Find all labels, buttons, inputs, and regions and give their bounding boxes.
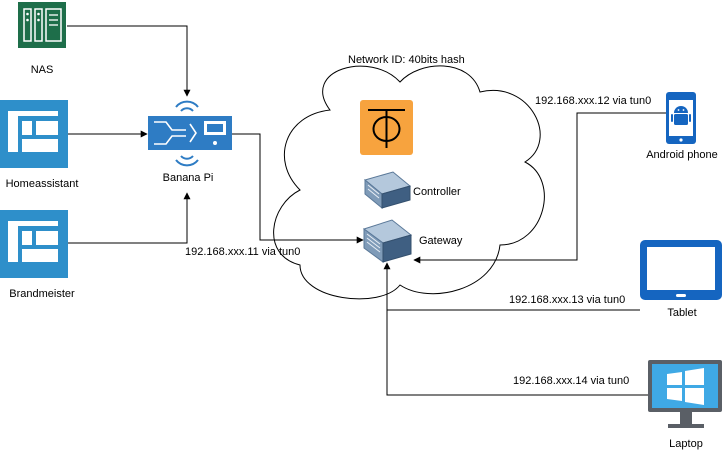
link-android-gateway bbox=[413, 112, 666, 264]
laptop-link-label: 192.168.xxx.14 via tun0 bbox=[513, 375, 630, 387]
banana-pi-link-label: 192.168.xxx.11 via tun0 bbox=[185, 246, 301, 258]
tablet-link-label: 192.168.xxx.13 via tun0 bbox=[509, 294, 626, 306]
banana-pi-label: Banana Pi bbox=[162, 172, 214, 184]
laptop-label: Laptop bbox=[669, 438, 703, 450]
tablet-label: Tablet bbox=[667, 307, 697, 319]
nas-label: NAS bbox=[30, 64, 54, 76]
controller-label: Controller bbox=[413, 186, 461, 198]
link-banana-pi-gateway bbox=[232, 133, 364, 244]
windows-laptop-icon bbox=[648, 360, 722, 428]
banana-pi-icon bbox=[148, 100, 232, 167]
gateway-label: Gateway bbox=[419, 235, 463, 247]
android-phone-icon bbox=[666, 92, 696, 144]
tablet-icon bbox=[640, 240, 722, 300]
link-laptop-gateway bbox=[383, 262, 648, 396]
network-cloud bbox=[273, 65, 545, 300]
android-phone-label: Android phone bbox=[646, 149, 718, 161]
controller-icon bbox=[363, 171, 412, 210]
link-brandmeister-banana-pi bbox=[67, 192, 191, 244]
gateway-icon bbox=[362, 219, 413, 263]
link-nas-banana-pi bbox=[67, 25, 191, 97]
android-link-label: 192.168.xxx.12 via tun0 bbox=[535, 95, 652, 107]
nas-icon bbox=[18, 2, 66, 48]
brandmeister-icon bbox=[0, 210, 68, 278]
phi-logo-icon bbox=[360, 100, 413, 155]
homeassistant-label: Homeassistant bbox=[5, 178, 79, 190]
network-id-label: Network ID: 40bits hash bbox=[348, 54, 465, 66]
brandmeister-label: Brandmeister bbox=[9, 288, 75, 300]
homeassistant-icon bbox=[0, 100, 68, 168]
